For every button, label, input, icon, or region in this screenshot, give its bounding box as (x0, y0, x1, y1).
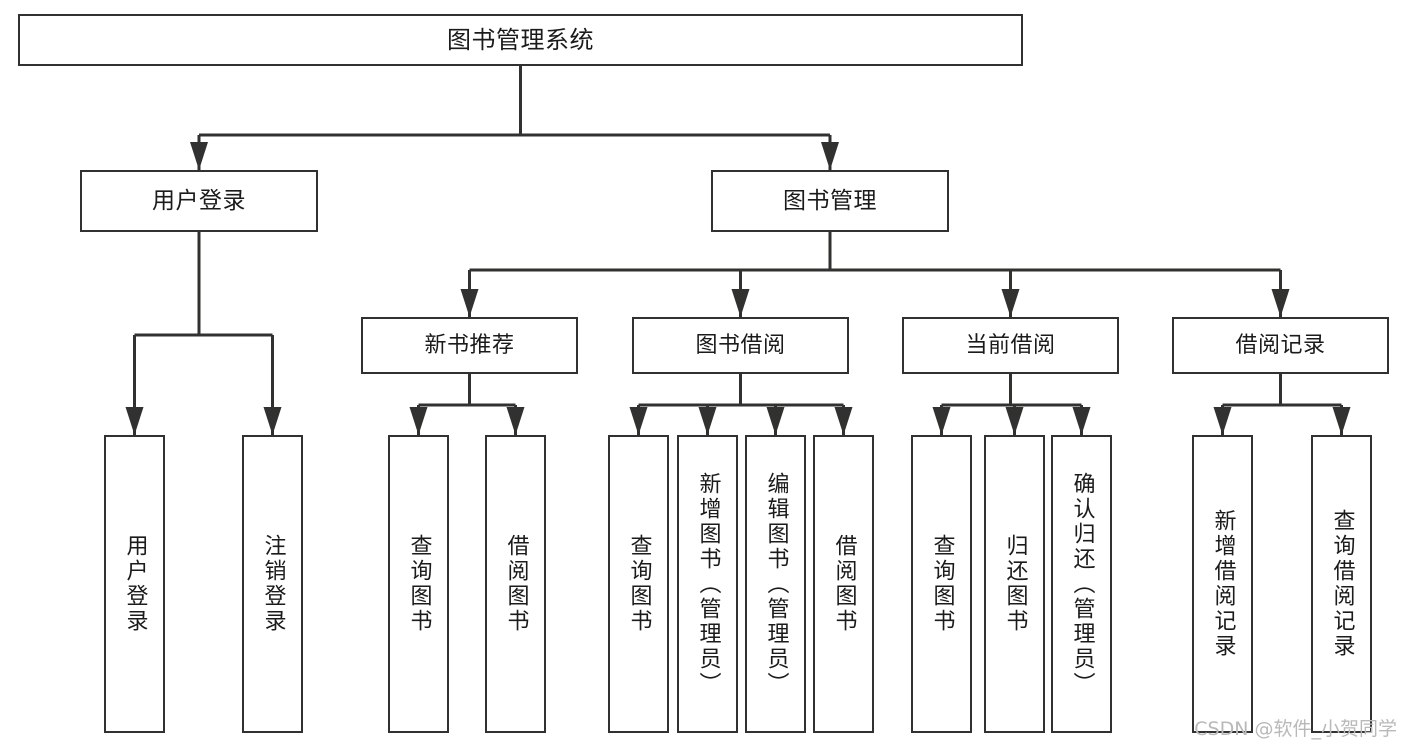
node-label: 当前借阅 (965, 332, 1056, 358)
node-label: 归还图书 (1002, 534, 1028, 634)
node-leaf-edit-book: 编辑图书（管理员） (745, 435, 806, 733)
node-label: 确认归还（管理员） (1069, 471, 1095, 697)
node-book-borrow: 图书借阅 (632, 317, 849, 374)
node-leaf-add-borrow-record: 新增借阅记录 (1192, 435, 1253, 733)
node-label: 借阅图书 (831, 534, 857, 634)
node-leaf-logout: 注销登录 (242, 435, 303, 733)
node-leaf-query-book-1: 查询图书 (388, 435, 449, 733)
node-borrow-record: 借阅记录 (1172, 317, 1389, 374)
node-label: 新增图书（管理员） (695, 471, 721, 697)
node-label: 图书管理 (783, 187, 877, 214)
node-book-manage: 图书管理 (711, 170, 949, 232)
node-leaf-return-book: 归还图书 (984, 435, 1045, 733)
node-leaf-query-book-3: 查询图书 (911, 435, 972, 733)
node-label: 新书推荐 (424, 332, 515, 358)
node-current-borrow: 当前借阅 (902, 317, 1119, 374)
node-label: 图书借阅 (695, 332, 786, 358)
node-leaf-borrow-book-1: 借阅图书 (485, 435, 546, 733)
node-new-book-recommend: 新书推荐 (361, 317, 578, 374)
node-label: 用户登录 (122, 534, 148, 634)
node-label: 注销登录 (260, 534, 286, 634)
node-leaf-add-book: 新增图书（管理员） (677, 435, 738, 733)
node-root: 图书管理系统 (18, 14, 1023, 66)
watermark-text: CSDN @软件_小贺同学 (1194, 718, 1397, 740)
node-label: 查询图书 (406, 534, 432, 634)
node-label: 用户登录 (152, 187, 246, 214)
node-label: 编辑图书（管理员） (763, 471, 789, 697)
node-leaf-query-borrow-record: 查询借阅记录 (1311, 435, 1372, 733)
node-leaf-query-book-2: 查询图书 (608, 435, 669, 733)
node-label: 查询图书 (626, 534, 652, 634)
node-label: 查询借阅记录 (1329, 509, 1355, 659)
node-user-login: 用户登录 (80, 170, 318, 232)
node-label: 新增借阅记录 (1210, 509, 1236, 659)
node-label: 借阅图书 (503, 534, 529, 634)
node-label: 图书管理系统 (447, 26, 594, 54)
node-label: 借阅记录 (1235, 332, 1326, 358)
node-leaf-borrow-book-2: 借阅图书 (813, 435, 874, 733)
node-leaf-user-login: 用户登录 (104, 435, 165, 733)
node-label: 查询图书 (929, 534, 955, 634)
node-leaf-confirm-return: 确认归还（管理员） (1051, 435, 1112, 733)
